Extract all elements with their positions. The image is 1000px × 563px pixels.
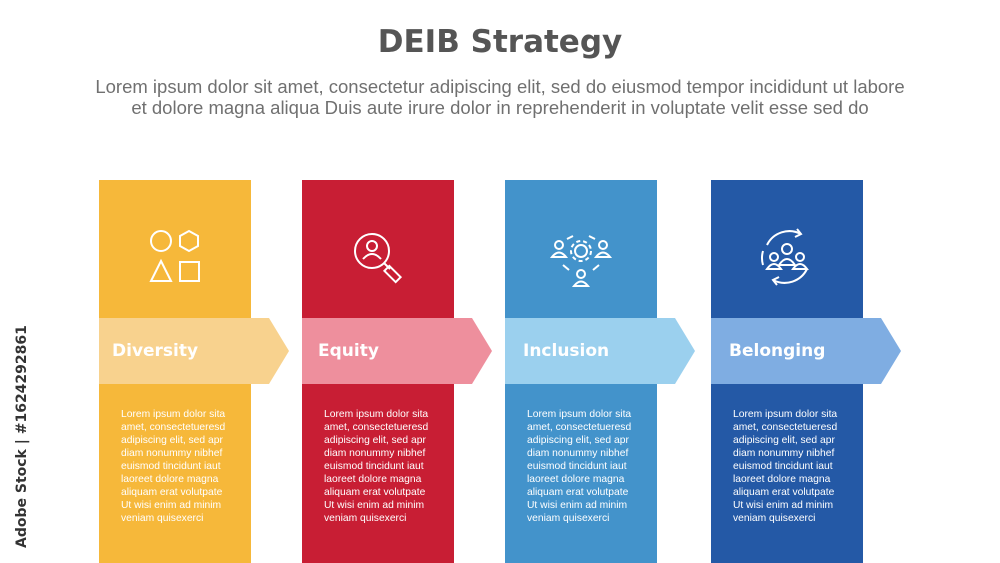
page-title: DEIB Strategy	[377, 24, 623, 60]
step-arrow-inclusion: Inclusion	[505, 318, 695, 384]
description-line: aliquam erat volutpate	[527, 487, 629, 498]
group-cycle-icon	[711, 222, 863, 292]
description-line: diam nonummy nibhef	[324, 448, 426, 459]
arrow-shape	[99, 318, 289, 384]
description-line: diam nonummy nibhef	[733, 448, 835, 459]
shapes-icon	[99, 222, 251, 292]
team-gear-icon	[505, 222, 657, 292]
subtitle-line: et dolore magna aliqua Duis aute irure d…	[131, 97, 869, 118]
subtitle-line: Lorem ipsum dolor sit amet, consectetur …	[95, 76, 905, 97]
description-line: laoreet dolore magna	[733, 474, 831, 485]
description-line: adipiscing elit, sed apr	[527, 435, 629, 446]
description-line: adipiscing elit, sed apr	[733, 435, 835, 446]
description-line: laoreet dolore magna	[121, 474, 219, 485]
description-line: amet, consectetueresd	[733, 422, 838, 433]
description-line: Lorem ipsum dolor sita	[527, 409, 632, 420]
watermark-text: Adobe Stock | #1624292861	[14, 325, 30, 548]
arrow-shape	[302, 318, 492, 384]
description-line: Ut wisi enim ad minim	[324, 500, 425, 511]
description-line: euismod tincidunt iaut	[733, 461, 833, 472]
description-line: Ut wisi enim ad minim	[527, 500, 628, 511]
description-line: laoreet dolore magna	[324, 474, 422, 485]
description-line: amet, consectetueresd	[121, 422, 226, 433]
description-line: euismod tincidunt iaut	[527, 461, 627, 472]
step-description: Lorem ipsum dolor sita amet, consectetue…	[121, 408, 239, 525]
page-subtitle: Lorem ipsum dolor sit amet, consectetur …	[40, 76, 960, 118]
description-line: aliquam erat volutpate	[733, 487, 835, 498]
description-line: diam nonummy nibhef	[527, 448, 629, 459]
step-label: Inclusion	[523, 341, 610, 361]
description-line: diam nonummy nibhef	[121, 448, 223, 459]
step-label: Belonging	[729, 341, 826, 361]
description-line: veniam quisexerci	[733, 513, 816, 524]
step-arrow-belonging: Belonging	[711, 318, 901, 384]
description-line: aliquam erat volutpate	[121, 487, 223, 498]
description-line: Ut wisi enim ad minim	[121, 500, 222, 511]
description-line: aliquam erat volutpate	[324, 487, 426, 498]
description-line: amet, consectetueresd	[527, 422, 632, 433]
description-line: laoreet dolore magna	[527, 474, 625, 485]
step-arrow-diversity: Diversity	[99, 318, 289, 384]
description-line: Ut wisi enim ad minim	[733, 500, 834, 511]
description-line: adipiscing elit, sed apr	[121, 435, 223, 446]
description-line: veniam quisexerci	[324, 513, 407, 524]
description-line: Lorem ipsum dolor sita	[733, 409, 838, 420]
description-line: Lorem ipsum dolor sita	[324, 409, 429, 420]
description-line: veniam quisexerci	[121, 513, 204, 524]
step-description: Lorem ipsum dolor sita amet, consectetue…	[733, 408, 851, 525]
step-label: Equity	[318, 341, 379, 361]
description-line: euismod tincidunt iaut	[324, 461, 424, 472]
description-line: veniam quisexerci	[527, 513, 610, 524]
description-line: euismod tincidunt iaut	[121, 461, 221, 472]
step-label: Diversity	[112, 341, 199, 361]
description-line: amet, consectetueresd	[324, 422, 429, 433]
arrow-shape	[711, 318, 901, 384]
person-magnifier-icon	[302, 222, 454, 292]
description-line: adipiscing elit, sed apr	[324, 435, 426, 446]
description-line: Lorem ipsum dolor sita	[121, 409, 226, 420]
step-description: Lorem ipsum dolor sita amet, consectetue…	[324, 408, 442, 525]
step-arrow-equity: Equity	[302, 318, 492, 384]
step-description: Lorem ipsum dolor sita amet, consectetue…	[527, 408, 645, 525]
arrow-shape	[505, 318, 695, 384]
